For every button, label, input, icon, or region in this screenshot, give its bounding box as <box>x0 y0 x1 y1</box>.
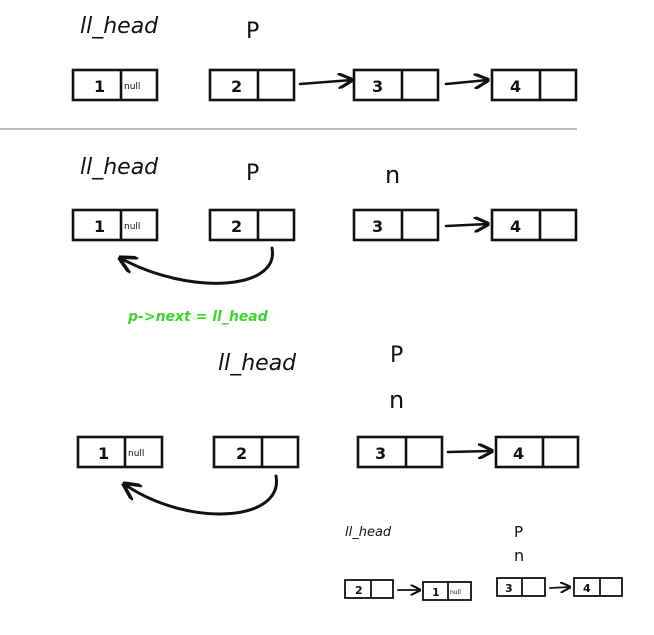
null-pointer: null <box>450 589 461 596</box>
node-4: 4 <box>573 577 623 597</box>
head-label: ll_head <box>80 155 159 180</box>
node-1: 1 null <box>422 581 472 601</box>
stage-3: ll_head P n 1 null 2 3 4 <box>76 343 580 516</box>
node-value: 1 <box>94 217 105 236</box>
node-value: 3 <box>505 582 513 595</box>
stage-4: ll_head P n 2 1 null 3 4 <box>344 523 623 601</box>
null-pointer: null <box>128 449 144 459</box>
node-value: 4 <box>583 582 591 595</box>
node-4: 4 <box>494 435 580 469</box>
node-value: 3 <box>372 77 383 96</box>
arrow <box>446 451 492 452</box>
node-4: 4 <box>490 208 578 242</box>
null-pointer: null <box>124 222 140 232</box>
node-1: 1 null <box>71 208 159 242</box>
node-1: 1 null <box>76 435 164 469</box>
stage-1: ll_head P 1 null 2 3 4 <box>71 14 578 102</box>
n-label: n <box>514 546 524 565</box>
node-value: 1 <box>94 77 105 96</box>
head-label: ll_head <box>80 14 159 39</box>
p-label: P <box>514 523 523 541</box>
node-3: 3 <box>356 435 444 469</box>
p-label: P <box>246 19 259 44</box>
node-4: 4 <box>490 68 578 102</box>
node-value: 1 <box>98 444 109 463</box>
arrow <box>444 80 488 84</box>
p-label: P <box>246 161 259 186</box>
head-label: ll_head <box>218 351 297 376</box>
node-2: 2 <box>208 68 296 102</box>
stage-2: ll_head P n 1 null 2 3 4 p->next = ll_he… <box>71 155 578 325</box>
node-value: 4 <box>510 77 521 96</box>
node-value: 2 <box>236 444 247 463</box>
node-value: 1 <box>432 586 440 599</box>
node-value: 3 <box>372 217 383 236</box>
arrow <box>444 224 488 226</box>
node-3: 3 <box>352 208 440 242</box>
node-3: 3 <box>496 577 546 597</box>
arrow <box>298 80 352 84</box>
node-value: 2 <box>355 584 363 597</box>
arrow <box>549 587 570 588</box>
node-value: 2 <box>231 77 242 96</box>
node-value: 4 <box>513 444 524 463</box>
curved-arrow <box>124 474 278 516</box>
annotation-code: p->next = ll_head <box>127 309 269 325</box>
node-3: 3 <box>352 68 440 102</box>
node-value: 3 <box>375 444 386 463</box>
null-pointer: null <box>124 82 140 92</box>
curved-arrow <box>120 246 274 285</box>
n-label: n <box>385 161 400 189</box>
node-2: 2 <box>344 579 394 599</box>
n-label: n <box>389 386 404 414</box>
node-2: 2 <box>208 208 296 242</box>
p-label: P <box>390 343 403 368</box>
node-value: 2 <box>231 217 242 236</box>
node-value: 4 <box>510 217 521 236</box>
head-label: ll_head <box>345 525 392 540</box>
node-2: 2 <box>212 435 300 469</box>
node-1: 1 null <box>71 68 159 102</box>
